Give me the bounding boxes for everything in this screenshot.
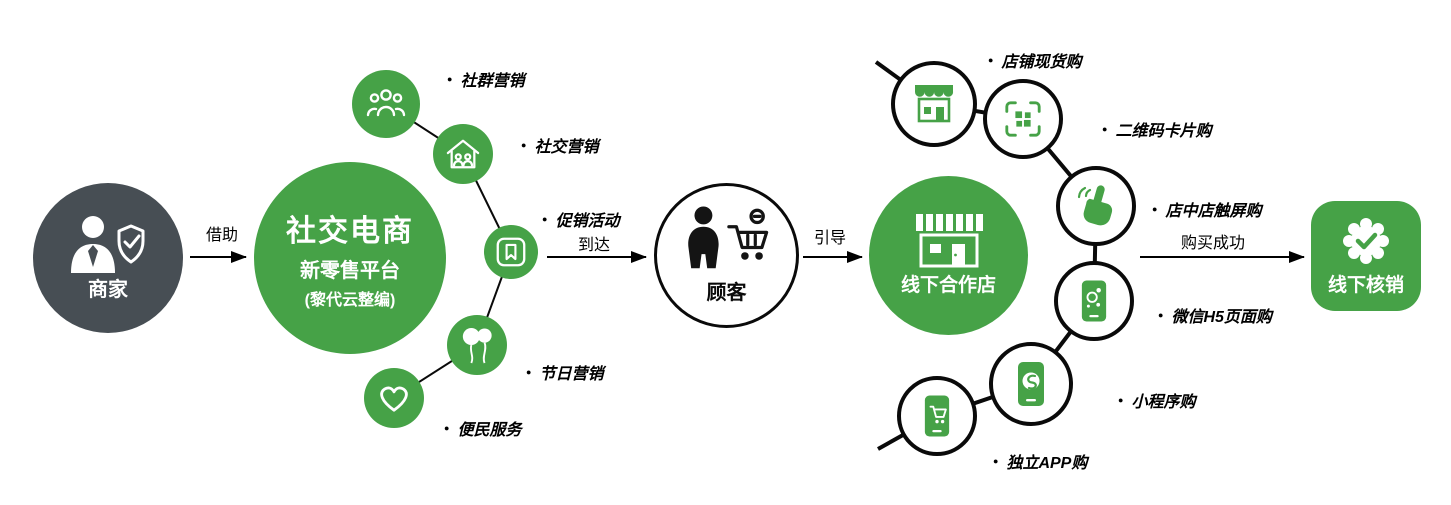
bullet-icon: ●: [447, 74, 453, 84]
channel-label: 小程序购: [1131, 394, 1196, 411]
bullet-icon: ●: [444, 423, 450, 433]
assist-label: 借助: [206, 227, 239, 244]
shop-purchase-node: [891, 61, 977, 147]
guide-label: 引导: [814, 230, 847, 247]
social-house-icon: [446, 139, 480, 169]
customer-label: 顾客: [706, 282, 747, 304]
social-marketing-label: ● 社交营销: [521, 133, 598, 157]
businessman-shield-icon: [71, 215, 145, 273]
channel-label: 独立APP购: [1006, 455, 1088, 472]
shop-storefront-icon: [915, 85, 954, 123]
app-purchase-label: ● 独立APP购: [993, 449, 1087, 473]
wechat-h5-purchase-node: [1054, 261, 1134, 341]
bullet-icon: ●: [988, 55, 994, 65]
channel-label: 微信H5页面购: [1171, 309, 1272, 326]
customer-node: 顾客: [654, 183, 799, 328]
channel-label: 促销活动: [555, 213, 620, 230]
bullet-icon: ●: [521, 140, 527, 150]
platform-subtitle: 新零售平台: [300, 260, 400, 282]
wechat-h5-phone-icon: [1081, 280, 1107, 322]
channel-label: 社群营销: [460, 73, 525, 90]
community-marketing-node: [352, 70, 420, 138]
channel-label: 店铺现货购: [1001, 54, 1082, 71]
bullet-icon: ●: [1118, 395, 1124, 405]
qr-scan-icon: [1005, 101, 1041, 137]
promo-activity-label: ● 促销活动: [542, 207, 619, 231]
channel-label: 社交营销: [534, 139, 599, 156]
channel-label: 节日营销: [539, 366, 604, 383]
qr-card-purchase-node: [983, 79, 1063, 159]
merchant-node: 商家: [33, 183, 183, 333]
storefront-icon: [915, 214, 983, 268]
app-phone-icon: [924, 395, 950, 437]
convenience-service-label: ● 便民服务: [444, 416, 521, 440]
merchant-label: 商家: [88, 278, 128, 301]
festival-marketing-node: [447, 315, 507, 375]
promo-bookmark-icon: [496, 237, 526, 267]
miniprogram-purchase-label: ● 小程序购: [1118, 388, 1195, 412]
verification-node: 线下核销: [1311, 201, 1421, 311]
bullet-icon: ●: [1158, 310, 1164, 320]
verification-label: 线下核销: [1327, 274, 1404, 296]
miniprogram-purchase-node: [989, 342, 1073, 426]
platform-node: 社交电商 新零售平台 (黎代云整编): [254, 162, 446, 354]
bullet-icon: ●: [1102, 124, 1108, 134]
platform-title: 社交电商: [286, 215, 414, 248]
bullet-icon: ●: [993, 456, 999, 466]
instore-touchscreen-purchase-label: ● 店中店触屏购: [1152, 197, 1261, 221]
community-group-icon: [366, 89, 406, 117]
promo-activity-node: [484, 225, 538, 279]
festival-balloons-icon: [462, 328, 492, 364]
shop-purchase-label: ● 店铺现货购: [988, 48, 1081, 72]
channel-label: 店中店触屏购: [1165, 203, 1262, 220]
bullet-icon: ●: [526, 367, 532, 377]
wechat-h5-purchase-label: ● 微信H5页面购: [1158, 303, 1272, 327]
offline-store-label: 线下合作店: [900, 275, 996, 297]
arrive-label: 到达: [578, 237, 611, 254]
customer-cart-icon: [687, 206, 768, 269]
app-purchase-node: [897, 376, 977, 456]
channel-label: 便民服务: [457, 422, 522, 439]
offline-store-node: 线下合作店: [869, 176, 1028, 335]
miniprogram-phone-icon: [1018, 362, 1044, 406]
channel-label: 二维码卡片购: [1115, 123, 1212, 140]
platform-note: (黎代云整编): [304, 292, 396, 309]
service-heart-icon: [380, 386, 408, 412]
badge-check-icon: [1343, 217, 1389, 264]
bullet-icon: ●: [542, 214, 548, 224]
bullet-icon: ●: [1152, 204, 1158, 214]
community-marketing-label: ● 社群营销: [447, 67, 524, 91]
social-marketing-node: [433, 124, 493, 184]
qr-card-purchase-label: ● 二维码卡片购: [1102, 117, 1211, 141]
touch-hand-icon: [1077, 185, 1113, 226]
convenience-service-node: [364, 368, 424, 428]
festival-marketing-label: ● 节日营销: [526, 360, 603, 384]
instore-touchscreen-purchase-node: [1056, 166, 1136, 246]
purchase-success-label: 购买成功: [1181, 235, 1246, 252]
